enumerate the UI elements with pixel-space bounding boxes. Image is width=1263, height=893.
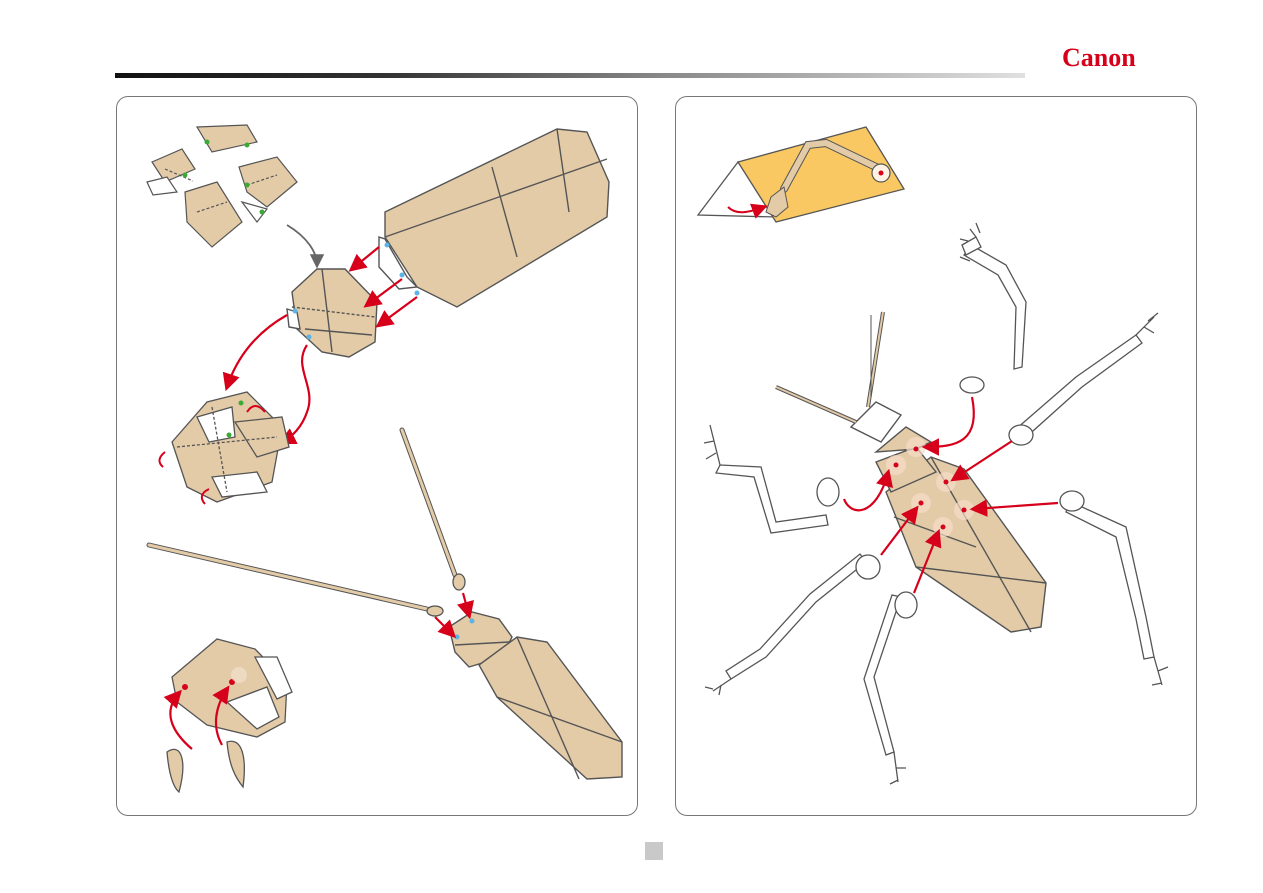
head-with-mandibles [172,639,292,737]
svg-text:Canon: Canon [1062,43,1136,72]
left-panel-illustration [117,97,638,816]
instruction-panel-left [116,96,638,816]
gray-step-arrow [287,225,317,265]
antenna-left-long [149,545,443,616]
leg-front-right [1009,335,1142,445]
leg-sheet [698,127,904,222]
head-pieces-cluster [147,125,297,247]
antenna-right-long [402,430,465,590]
instruction-panel-right [675,96,1197,816]
beetle-body-main [776,312,1046,632]
mandible-left [167,749,183,792]
folded-head-detail [159,392,289,504]
beetle-assembled-bottom [449,612,622,779]
leg-hind-right [864,592,917,755]
leg-mid-right [1060,491,1154,659]
leg-hind-left [726,554,880,679]
canon-logo: Canon [1060,40,1160,74]
head-unit [287,269,377,357]
page-number-box [645,842,663,860]
beetle-body-top [379,129,609,307]
header-rule [115,73,1025,78]
mandible-right [227,741,244,787]
right-panel-illustration [676,97,1197,816]
leg-mid-left [716,465,839,533]
